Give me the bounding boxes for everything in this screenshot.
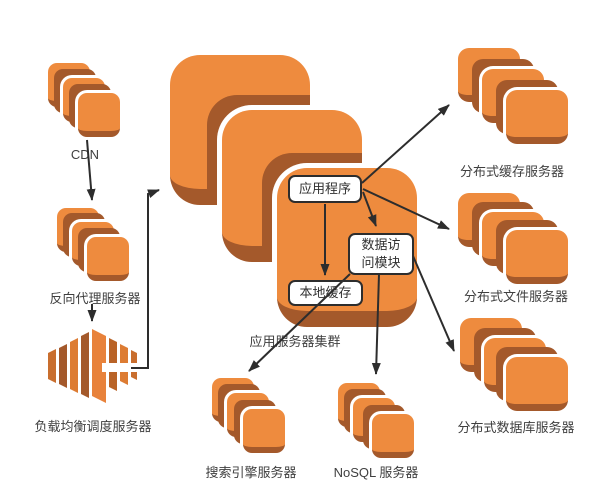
edge-lb-cluster [131, 189, 160, 369]
data-access-box: 数据访问模块 [348, 233, 414, 275]
edge-app-dataaccess [362, 191, 377, 227]
reverse-proxy-label: 反向代理服务器 [49, 291, 141, 306]
dist-db-label: 分布式数据库服务器 [457, 420, 575, 435]
cdn-icon [48, 63, 128, 143]
reverse-proxy-icon [57, 208, 137, 284]
edge-app-distfile [362, 188, 450, 230]
edge-cdn-proxy [86, 139, 96, 201]
nosql-label: NoSQL 服务器 [333, 465, 419, 480]
load-balancer-label: 负载均衡调度服务器 [34, 419, 152, 434]
dist-cache-icon [458, 48, 570, 148]
load-balancer-icon [48, 329, 140, 403]
edge-da-distdb [412, 255, 455, 352]
dist-file-icon [458, 193, 570, 284]
edge-da-search [248, 273, 351, 372]
search-engine-icon [212, 378, 292, 458]
cdn-label: CDN [70, 147, 100, 162]
app-cluster-label: 应用服务器集群 [249, 334, 341, 349]
dist-cache-label: 分布式缓存服务器 [459, 164, 564, 179]
app-program-box: 应用程序 [288, 175, 362, 203]
edge-da-nosql [371, 273, 381, 375]
dist-db-icon [460, 318, 572, 413]
local-cache-box: 本地缓存 [288, 280, 363, 306]
dist-file-label: 分布式文件服务器 [463, 289, 568, 304]
edge-app-distcache [361, 104, 450, 184]
search-engine-label: 搜索引擎服务器 [205, 465, 297, 480]
nosql-icon [338, 383, 418, 463]
